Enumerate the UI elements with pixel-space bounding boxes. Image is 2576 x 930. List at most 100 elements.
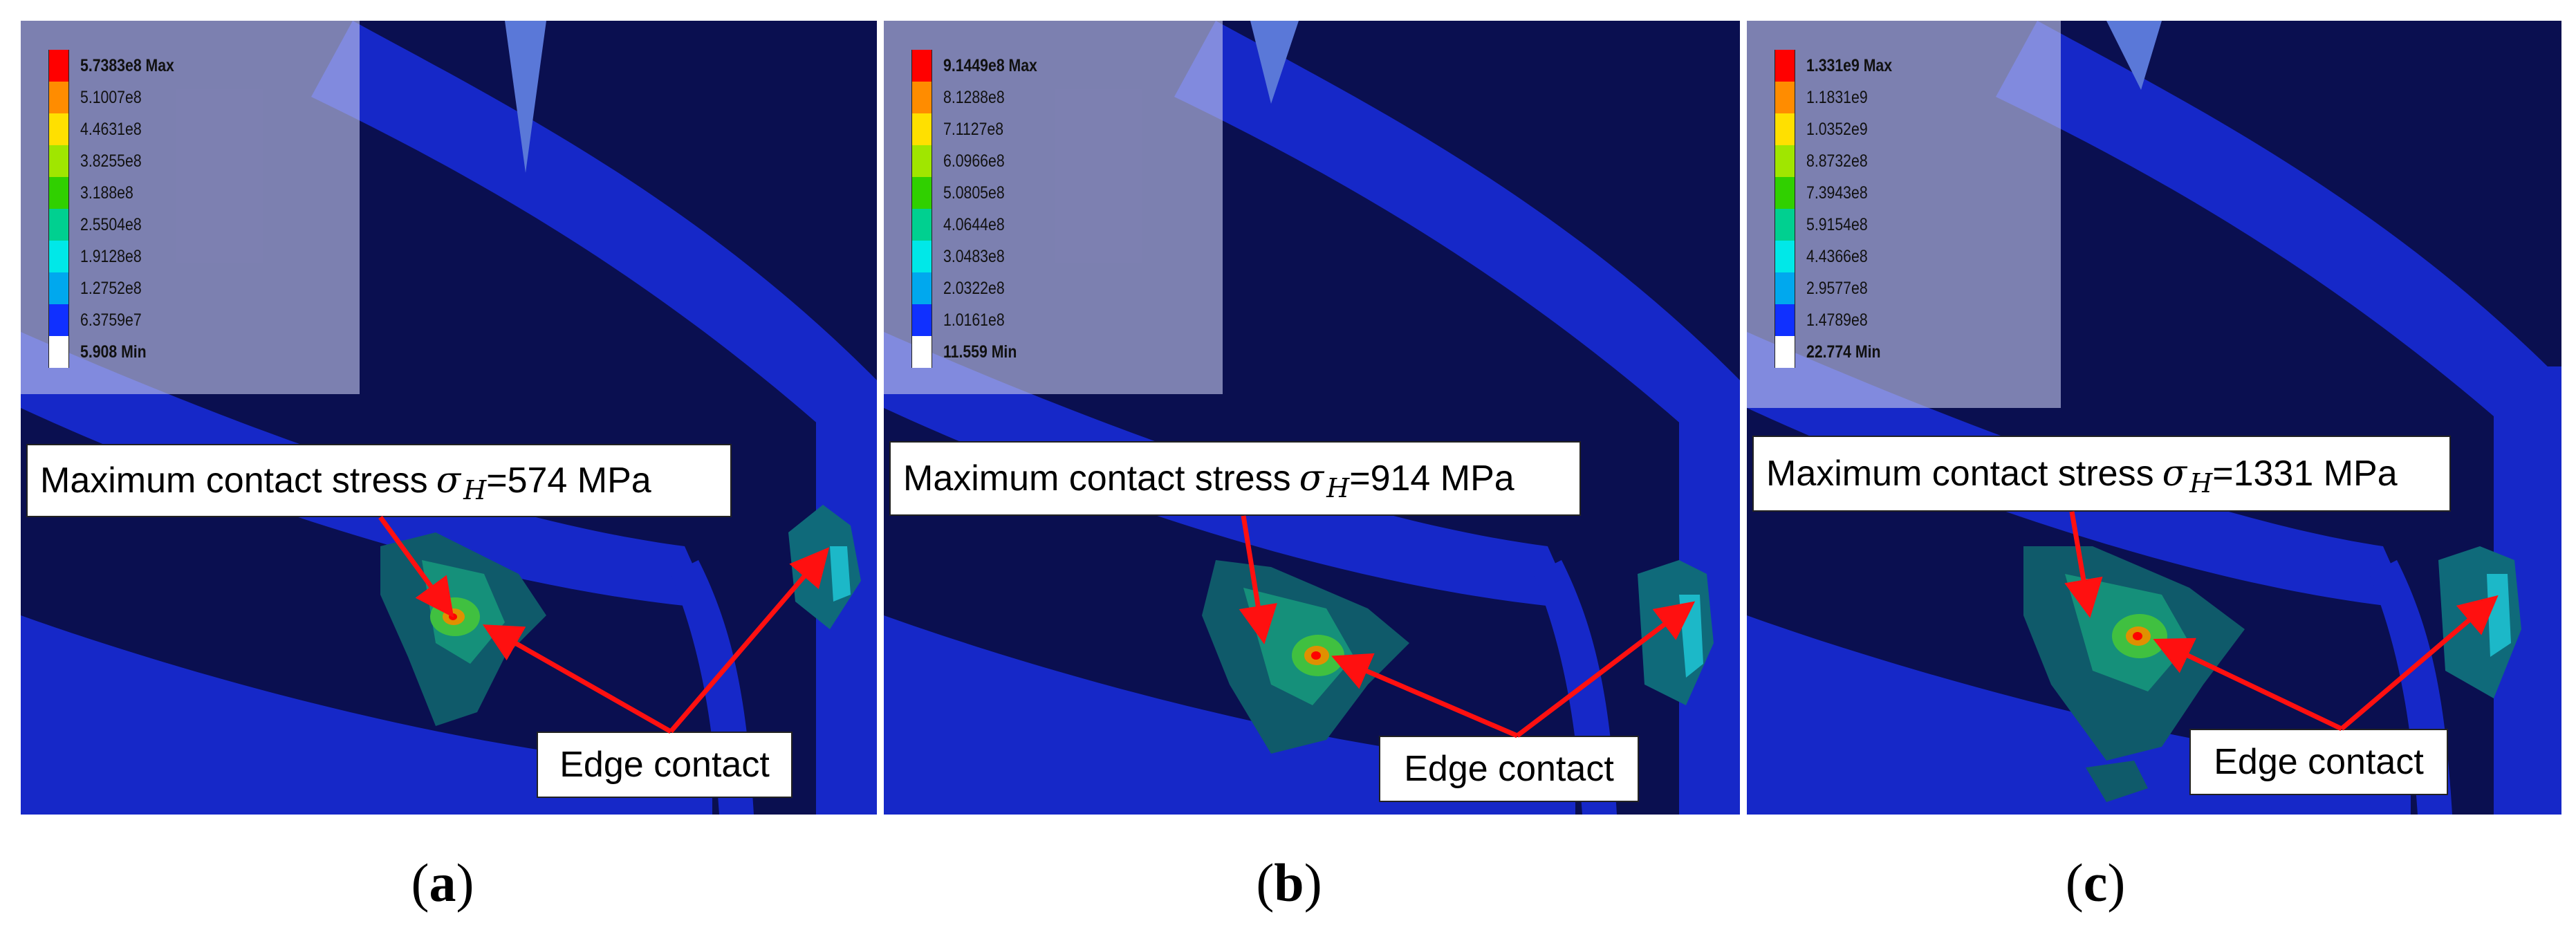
edge-contact-text: Edge contact bbox=[559, 745, 770, 785]
legend-label: 11.559 Min bbox=[943, 342, 1017, 362]
legend-swatch bbox=[911, 177, 932, 209]
legend-swatch bbox=[911, 82, 932, 113]
edge-contact-text: Edge contact bbox=[1404, 749, 1614, 789]
legend-label: 7.1127e8 bbox=[943, 119, 1004, 139]
legend-label: 5.0805e8 bbox=[943, 183, 1005, 203]
legend-box: 1.331e9 Max 1.1831e9 1.0352e9 8.8732e8 7.394… bbox=[1747, 21, 2061, 408]
legend-label: 22.774 Min bbox=[1806, 342, 1881, 362]
legend-box: 9.1449e8 Max 8.1288e8 7.1127e8 6.0966e8 5.08… bbox=[884, 21, 1223, 394]
edge-contact-text: Edge contact bbox=[2214, 742, 2424, 782]
legend-swatch bbox=[48, 82, 69, 113]
legend-swatch bbox=[48, 272, 69, 304]
legend-row: 1.2752e8 bbox=[48, 272, 152, 304]
legend-row: 1.4789e8 bbox=[1775, 304, 1878, 336]
legend-label: 4.4631e8 bbox=[80, 119, 142, 139]
edge-contact-label: Edge contact bbox=[2189, 729, 2448, 795]
legend-swatch bbox=[48, 241, 69, 272]
legend-label: 1.4789e8 bbox=[1806, 310, 1868, 330]
legend-label: 7.3943e8 bbox=[1806, 183, 1868, 203]
legend-label: 5.7383e8 Max bbox=[80, 55, 174, 75]
callout-value: =1331 MPa bbox=[2212, 454, 2398, 494]
legend-label: 6.0966e8 bbox=[943, 151, 1005, 171]
legend-row: 5.1007e8 bbox=[48, 82, 152, 113]
legend-swatch bbox=[911, 145, 932, 177]
legend-label: 1.9128e8 bbox=[80, 246, 142, 266]
callout-value: =914 MPa bbox=[1349, 458, 1514, 499]
legend-label: 2.0322e8 bbox=[943, 278, 1005, 298]
legend-row: 22.774 Min bbox=[1775, 336, 1893, 368]
legend-swatch bbox=[48, 113, 69, 145]
legend-label: 1.0352e9 bbox=[1806, 119, 1868, 139]
legend-swatch bbox=[911, 272, 932, 304]
callout-value: =574 MPa bbox=[486, 461, 651, 501]
sigma-subscript: H bbox=[1326, 473, 1350, 503]
sigma-subscript: H bbox=[2189, 468, 2213, 499]
edge-contact-label: Edge contact bbox=[1379, 736, 1639, 802]
legend-label: 4.4366e8 bbox=[1806, 246, 1868, 266]
legend-swatch bbox=[911, 209, 932, 241]
legend-swatch bbox=[1775, 272, 1795, 304]
legend-swatch bbox=[1775, 241, 1795, 272]
legend-row: 1.9128e8 bbox=[48, 241, 152, 272]
sigma-symbol: σ bbox=[1299, 458, 1324, 499]
legend-swatch bbox=[1775, 82, 1795, 113]
gear-contact-plot bbox=[21, 21, 877, 815]
legend-row: 9.1449e8 Max bbox=[911, 50, 1054, 82]
legend-row: 1.0352e9 bbox=[1775, 113, 1878, 145]
legend-swatch bbox=[48, 50, 69, 82]
legend-swatch bbox=[911, 336, 932, 368]
legend-swatch bbox=[911, 304, 932, 336]
legend-swatch bbox=[911, 50, 932, 82]
legend-row: 8.8732e8 bbox=[1775, 145, 1878, 177]
legend-row: 6.3759e7 bbox=[48, 304, 152, 336]
legend-label: 4.0644e8 bbox=[943, 214, 1005, 234]
legend-row: 3.0483e8 bbox=[911, 241, 1015, 272]
legend-swatch bbox=[1775, 304, 1795, 336]
legend-label: 6.3759e7 bbox=[80, 310, 142, 330]
legend-swatch bbox=[48, 145, 69, 177]
legend-label: 1.1831e9 bbox=[1806, 87, 1868, 107]
panel-label-b: (b) bbox=[1256, 853, 1322, 913]
panel-letter: a bbox=[429, 853, 456, 913]
legend-label: 9.1449e8 Max bbox=[943, 55, 1037, 75]
legend-label: 2.9577e8 bbox=[1806, 278, 1868, 298]
legend-row: 7.1127e8 bbox=[911, 113, 1014, 145]
callout-prefix: Maximum contact stress bbox=[903, 458, 1291, 499]
legend-label: 1.0161e8 bbox=[943, 310, 1005, 330]
legend-row: 2.0322e8 bbox=[911, 272, 1015, 304]
panel-label-c: (c) bbox=[2065, 853, 2126, 913]
legend-row: 4.0644e8 bbox=[911, 209, 1015, 241]
legend-row: 5.908 Min bbox=[48, 336, 158, 368]
legend-swatch bbox=[911, 113, 932, 145]
legend-row: 1.331e9 Max bbox=[1775, 50, 1907, 82]
sigma-subscript: H bbox=[463, 475, 487, 505]
legend-row: 5.7383e8 Max bbox=[48, 50, 191, 82]
legend-swatch bbox=[1775, 177, 1795, 209]
legend-row: 2.9577e8 bbox=[1775, 272, 1878, 304]
legend-label: 1.2752e8 bbox=[80, 278, 142, 298]
legend-row: 5.9154e8 bbox=[1775, 209, 1878, 241]
legend-label: 8.1288e8 bbox=[943, 87, 1005, 107]
legend-row: 4.4631e8 bbox=[48, 113, 152, 145]
legend-swatch bbox=[1775, 145, 1795, 177]
legend-row: 1.0161e8 bbox=[911, 304, 1015, 336]
legend-label: 3.0483e8 bbox=[943, 246, 1005, 266]
legend-row: 4.4366e8 bbox=[1775, 241, 1878, 272]
legend-row: 5.0805e8 bbox=[911, 177, 1015, 209]
legend-row: 11.559 Min bbox=[911, 336, 1030, 368]
legend-row: 3.188e8 bbox=[48, 177, 142, 209]
legend-label: 5.908 Min bbox=[80, 342, 147, 362]
legend-swatch bbox=[1775, 209, 1795, 241]
legend-swatch bbox=[48, 336, 69, 368]
panel-letter: b bbox=[1274, 853, 1304, 913]
legend-swatch bbox=[1775, 113, 1795, 145]
legend-label: 8.8732e8 bbox=[1806, 151, 1868, 171]
panel-letter: c bbox=[2083, 853, 2108, 913]
legend-label: 2.5504e8 bbox=[80, 214, 142, 234]
sigma-symbol: σ bbox=[436, 460, 461, 501]
